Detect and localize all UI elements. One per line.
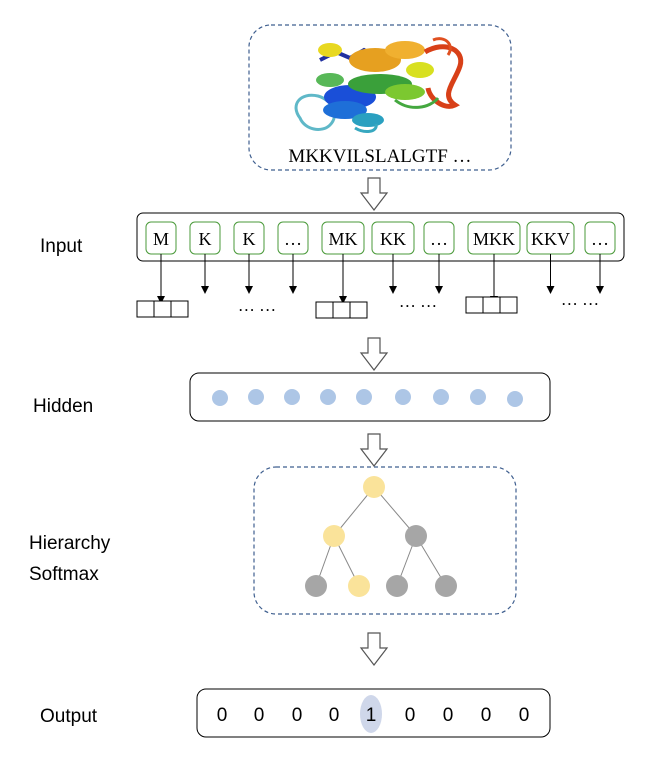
token-label: M bbox=[153, 229, 169, 249]
embedding-ellipsis: … … bbox=[238, 296, 276, 315]
output-value: 0 bbox=[329, 705, 340, 726]
input-label: Input bbox=[40, 236, 83, 257]
tree-node-right bbox=[405, 525, 427, 547]
embedding-ellipsis: … … bbox=[399, 292, 437, 311]
output-highlight bbox=[360, 695, 382, 733]
embedding-ellipsis: … … bbox=[561, 290, 599, 309]
tree-node-left bbox=[323, 525, 345, 547]
hidden-node bbox=[507, 391, 523, 407]
flow-arrow-3 bbox=[359, 433, 389, 467]
hidden-node bbox=[356, 389, 372, 405]
token-label: K bbox=[243, 229, 256, 249]
flow-arrow-2 bbox=[359, 337, 389, 371]
hierarchy-label-line2: Softmax bbox=[29, 564, 99, 585]
hidden-node bbox=[470, 389, 486, 405]
hidden-node bbox=[395, 389, 411, 405]
protein-sequence: MKKVILSLALGTF … bbox=[288, 146, 471, 167]
embedding-vector bbox=[465, 296, 518, 314]
output-value: 0 bbox=[292, 705, 303, 726]
token-label: MK bbox=[328, 229, 357, 249]
token-label: … bbox=[430, 229, 448, 249]
output-value: 1 bbox=[366, 705, 377, 726]
output-value: 0 bbox=[481, 705, 492, 726]
hierarchy-box bbox=[253, 466, 517, 615]
token-label: KK bbox=[380, 229, 406, 249]
hidden-node bbox=[284, 389, 300, 405]
output-value: 0 bbox=[519, 705, 530, 726]
flow-arrow-4 bbox=[359, 632, 389, 666]
token-label: KKV bbox=[531, 229, 570, 249]
input-box bbox=[136, 212, 625, 262]
tree-leaf-4 bbox=[435, 575, 457, 597]
embedding-vector bbox=[136, 300, 189, 318]
tree-leaf-1 bbox=[305, 575, 327, 597]
tree-root-node bbox=[363, 476, 385, 498]
protein-structure-icon bbox=[294, 37, 464, 133]
output-value: 0 bbox=[217, 705, 228, 726]
tree-leaf-2 bbox=[348, 575, 370, 597]
token-label: K bbox=[199, 229, 212, 249]
tree-leaf-3 bbox=[386, 575, 408, 597]
protein-box bbox=[248, 24, 512, 171]
flow-arrow-1 bbox=[359, 177, 389, 211]
hierarchy-label-line1: Hierarchy bbox=[29, 533, 111, 554]
output-value: 0 bbox=[254, 705, 265, 726]
hidden-label: Hidden bbox=[33, 396, 93, 417]
hierarchy-tree bbox=[305, 476, 457, 597]
output-value: 0 bbox=[405, 705, 416, 726]
hidden-box bbox=[189, 372, 551, 422]
hidden-node bbox=[248, 389, 264, 405]
hidden-node bbox=[433, 389, 449, 405]
token-label: MKK bbox=[473, 229, 515, 249]
output-box bbox=[196, 688, 551, 738]
hidden-node bbox=[320, 389, 336, 405]
embedding-vector bbox=[315, 301, 368, 319]
token-label: … bbox=[284, 229, 302, 249]
hidden-node bbox=[212, 390, 228, 406]
output-value: 0 bbox=[443, 705, 454, 726]
token-label: … bbox=[591, 229, 609, 249]
output-label: Output bbox=[40, 706, 98, 727]
